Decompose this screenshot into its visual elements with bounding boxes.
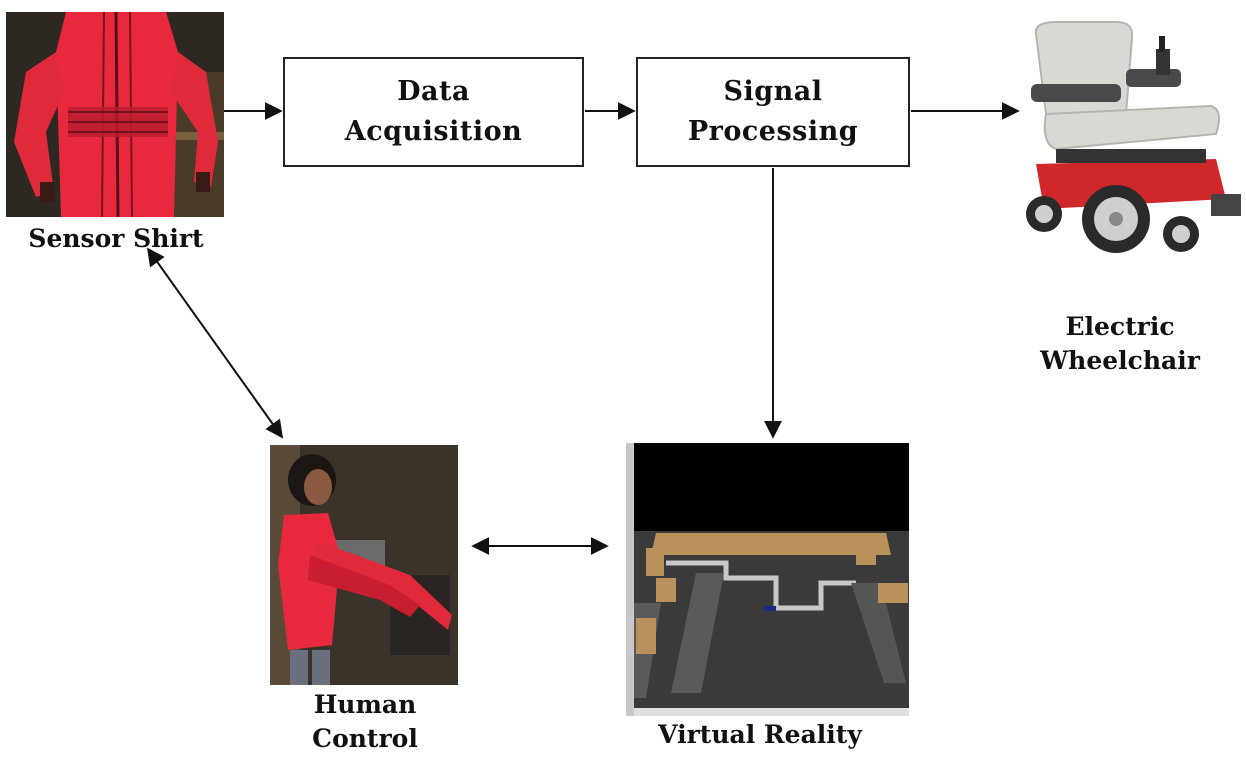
- signal-processing-line1: Signal: [723, 76, 823, 107]
- data-acquisition-node: Data Acquisition: [283, 57, 584, 167]
- data-acquisition-line1: Data: [397, 76, 470, 107]
- sensor-shirt-photo: [6, 12, 224, 217]
- electric-wheelchair-photo: [1016, 14, 1244, 264]
- signal-processing-node: Signal Processing: [636, 57, 910, 167]
- virtual-reality-label: Virtual Reality: [658, 720, 862, 749]
- data-acquisition-line2: Acquisition: [344, 116, 523, 147]
- electric-wheelchair-label: Electric Wheelchair: [1030, 310, 1210, 378]
- electric-wheelchair-line1: Electric: [1065, 312, 1175, 341]
- human-control-line1: Human: [313, 690, 417, 719]
- human-control-photo: [270, 445, 458, 685]
- human-control-line2: Control: [312, 724, 418, 753]
- human-control-label: Human Control: [290, 688, 440, 756]
- signal-processing-line2: Processing: [687, 116, 859, 147]
- edge-shirt-human-bidirectional: [146, 247, 284, 439]
- electric-wheelchair-line2: Wheelchair: [1040, 346, 1200, 375]
- virtual-reality-screenshot: [626, 443, 909, 716]
